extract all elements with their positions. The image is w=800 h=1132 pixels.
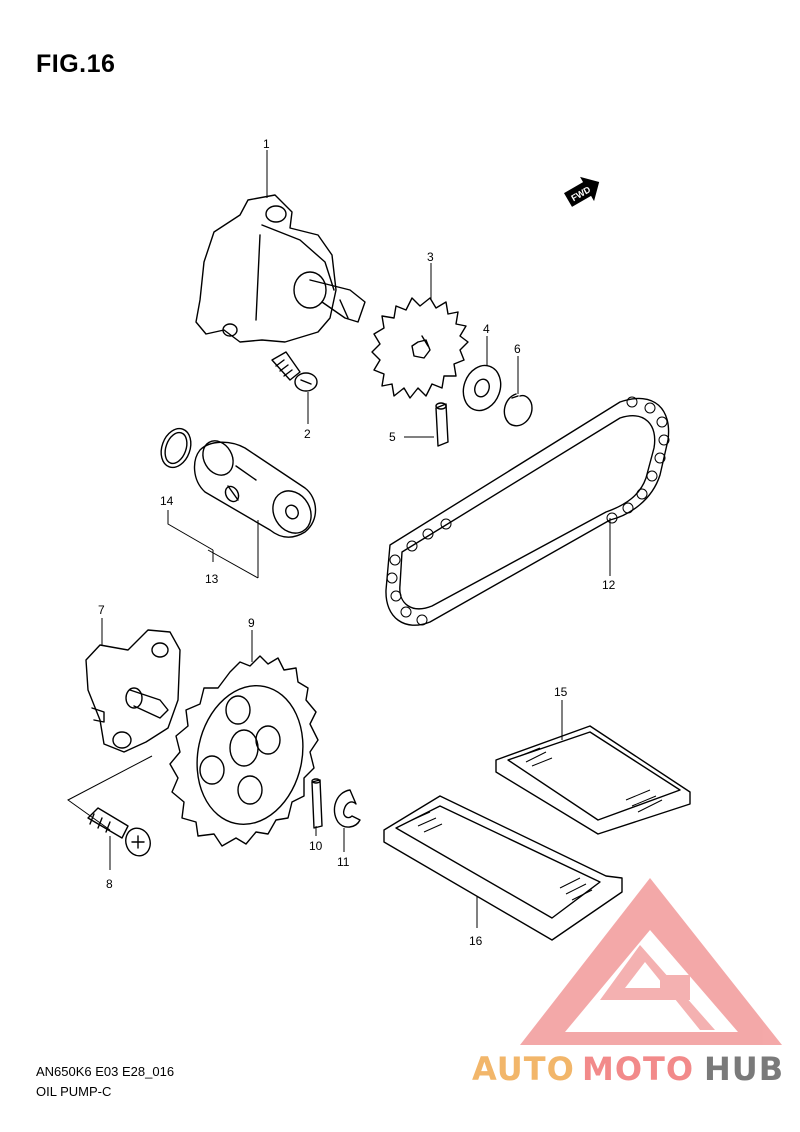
callout-1: 1 <box>263 137 270 151</box>
callout-labels: 1 2 3 4 5 6 7 8 9 10 11 12 13 14 15 16 <box>98 137 616 948</box>
model-code: AN650K6 E03 E28_016 <box>36 1064 175 1079</box>
watermark-text-auto: AUTO <box>472 1050 575 1088</box>
watermark-g-shape <box>600 945 715 1030</box>
watermark-logo <box>520 878 782 1045</box>
part-13-rotor <box>193 440 317 538</box>
part-11-clip <box>333 789 361 828</box>
callout-11: 11 <box>337 855 350 869</box>
callout-2: 2 <box>304 427 311 441</box>
part-16-filter <box>383 795 623 941</box>
part-9-gear <box>169 655 319 847</box>
leader-lines <box>67 150 611 928</box>
callout-10: 10 <box>309 839 323 853</box>
part-5-pin <box>435 402 449 447</box>
watermark-wordmark: AUTO MOTO HUB <box>472 1050 784 1088</box>
callout-15: 15 <box>554 685 568 699</box>
callout-5: 5 <box>389 430 396 444</box>
part-4-washer <box>462 364 502 412</box>
callout-13: 13 <box>205 572 219 586</box>
callout-16: 16 <box>469 934 483 948</box>
callout-6: 6 <box>514 342 521 356</box>
callout-8: 8 <box>106 877 113 891</box>
part-10-pin <box>311 778 323 829</box>
part-7-pump-cover <box>85 629 181 753</box>
part-1-pump-housing <box>195 194 366 343</box>
part-3-sprocket <box>371 297 469 399</box>
watermark-text-moto: MOTO <box>582 1050 694 1088</box>
callout-12: 12 <box>602 578 616 592</box>
watermark-triangle-inner <box>565 930 738 1032</box>
part-15-filter <box>495 725 691 835</box>
section-name: OIL PUMP-C <box>36 1084 112 1099</box>
callout-4: 4 <box>483 322 490 336</box>
part-14-o-ring <box>160 427 192 469</box>
part-6-circlip <box>503 393 533 427</box>
watermark-text-hub: HUB <box>704 1050 784 1088</box>
callout-9: 9 <box>248 616 255 630</box>
figure-title: FIG.16 <box>36 50 116 78</box>
callout-14: 14 <box>160 494 174 508</box>
part-2-bolt <box>271 351 318 392</box>
fwd-arrow-icon: FWD <box>564 176 600 207</box>
chain-links <box>386 396 670 626</box>
part-12-chain <box>385 396 670 626</box>
callout-7: 7 <box>98 603 105 617</box>
callout-3: 3 <box>427 250 434 264</box>
part-8-screw <box>87 807 151 857</box>
